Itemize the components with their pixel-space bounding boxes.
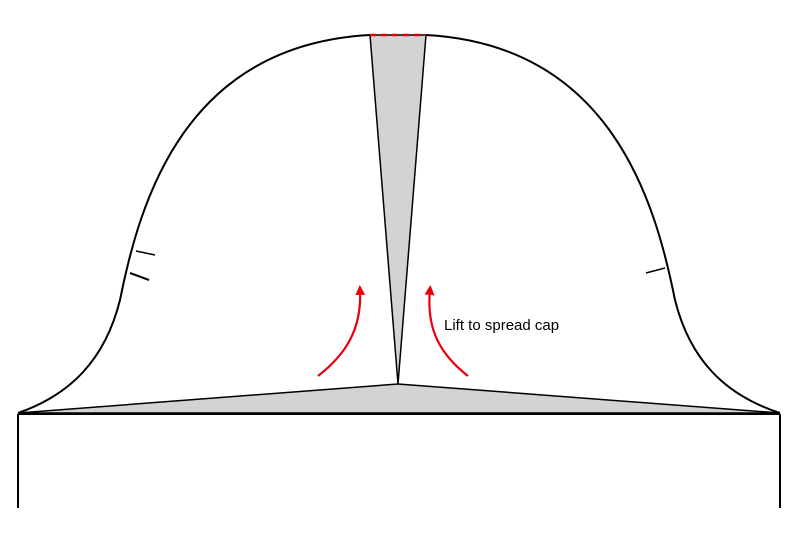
left-cap-curve [17,34,371,414]
bottom-spread-wedge [17,383,781,414]
lift-annotation-label: Lift to spread cap [444,317,560,334]
left-lift-arrow [317,285,366,377]
right-cap-curve [425,34,781,414]
right-lift-arrow [424,285,469,377]
right-notch [645,267,666,274]
left-notch-lower [129,272,150,281]
left-notch-upper [135,250,156,256]
center-spread-wedge [369,34,427,385]
